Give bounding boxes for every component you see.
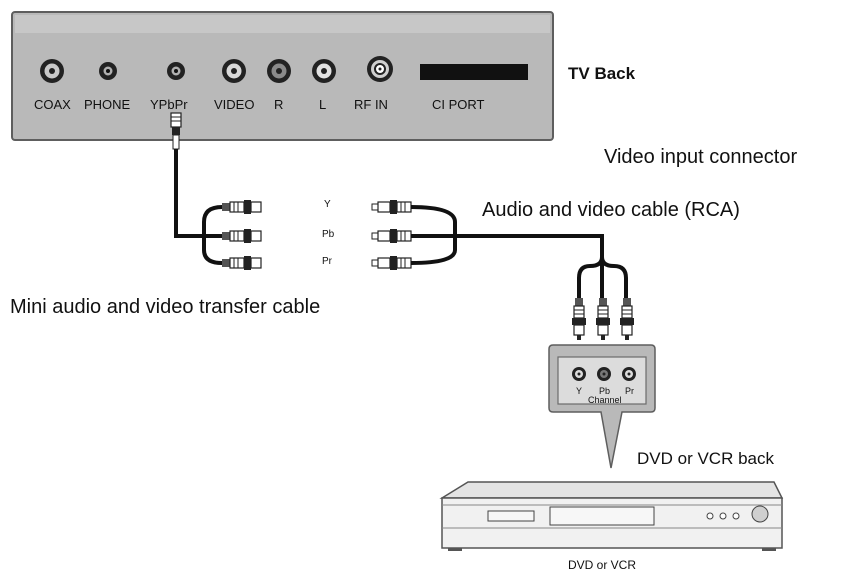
port-label-l: L [319,97,327,112]
splitter-label-y: Y [324,199,331,210]
tv-jack-r [267,59,291,83]
mini-av-cable [170,112,223,265]
dvd-jack-label-pb: Pb [599,386,611,396]
port-label-ypbpr: YPbPr [150,97,188,112]
dvd-jack-label-y: Y [576,386,583,396]
port-label-ci-port: CI PORT [432,97,485,112]
dvd-back-callout [548,344,656,469]
dvd-jack-label-pr: Pr [625,386,634,396]
splitter-right-plugs [371,199,412,271]
tv-jack-coax [40,59,64,83]
port-label-video: VIDEO [214,97,255,112]
dvd-back-label: DVD or VCR back [637,449,774,468]
tv-jack-phone [99,62,117,80]
splitter-label-pr: Pr [322,256,332,267]
tv-jack-rf-in [367,56,393,82]
port-label-coax: COAX [34,97,71,112]
port-label-phone: PHONE [84,97,131,112]
tv-back-title: TV Back [568,64,636,83]
splitter-left-plugs [221,199,262,271]
rca-cable-label: Audio and video cable (RCA) [482,199,740,221]
port-label-r: R [274,97,284,112]
tv-ci-port-slot [420,64,528,80]
dvd-jack-group-label: Channel [588,395,622,405]
splitter-label-pb: Pb [322,229,335,240]
port-label-rf-in: RF IN [354,97,388,112]
tv-jack-l [312,59,336,83]
mini-cable-label: Mini audio and video transfer cable [10,296,321,318]
dvd-vcr-device [439,481,784,551]
dvd-device-label: DVD or VCR [568,558,637,572]
video-input-label: Video input connector [604,146,798,168]
tv-jack-video [222,59,246,83]
rca-cable [410,205,635,341]
tv-jack-ypbpr [167,62,185,80]
